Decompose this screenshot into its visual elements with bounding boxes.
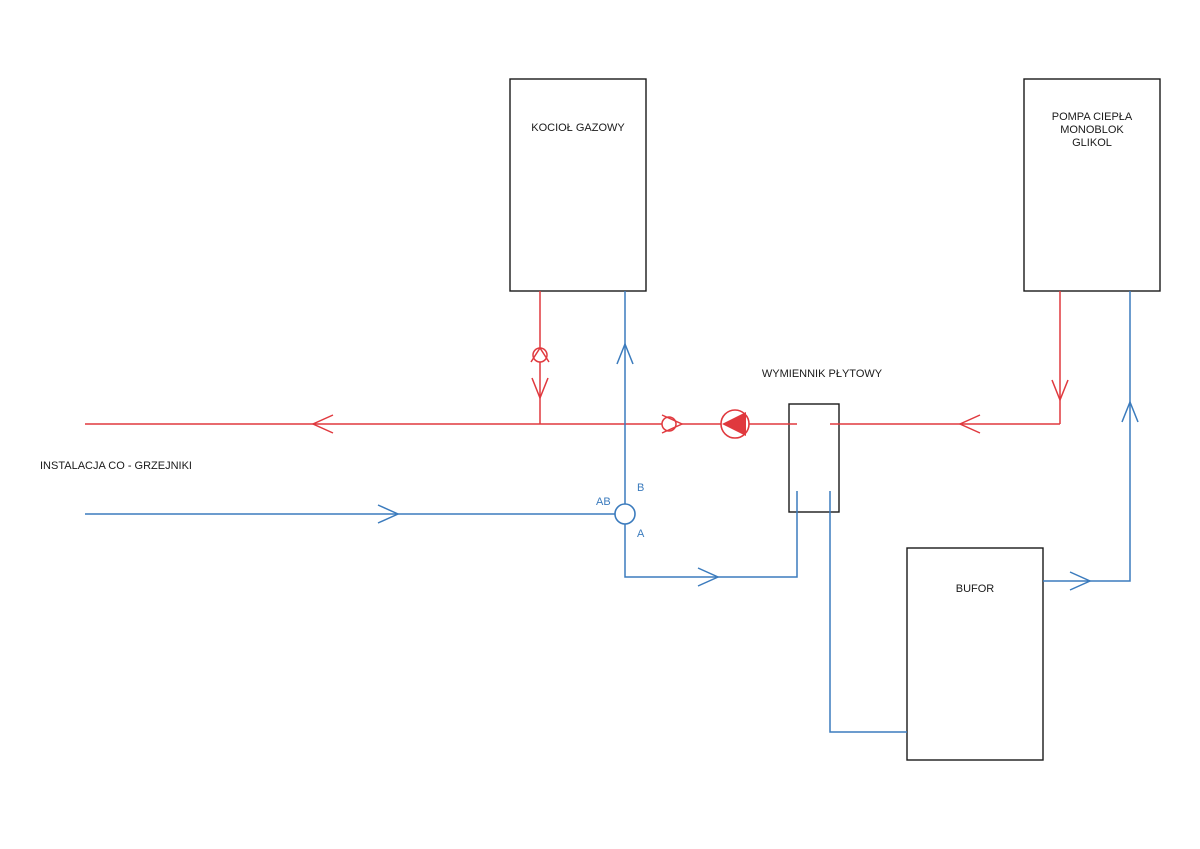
heat-pump-label-2: MONOBLOK <box>1060 124 1124 136</box>
boiler-return-up-arrow <box>616 341 634 365</box>
check-valve-icon <box>661 414 684 434</box>
heat-pump-supply-down-arrow <box>1051 379 1069 403</box>
heat-pump-label-3: GLIKOL <box>1072 137 1112 149</box>
return-arrow-right <box>377 504 400 524</box>
installation-label: INSTALACJA CO - GRZEJNIKI <box>40 460 192 472</box>
return-piping <box>85 291 1131 733</box>
buffer-outlet-arrow <box>1069 571 1092 591</box>
three-way-valve-icon <box>614 503 636 525</box>
valve-port-b: B <box>637 482 644 494</box>
buffer-tank-box <box>906 547 1044 761</box>
exchanger-return-arrow <box>697 567 720 587</box>
supply-arrow-left <box>311 414 334 434</box>
gas-boiler-box <box>509 78 647 292</box>
circulation-pump-icon <box>720 409 750 439</box>
exchanger-label: WYMIENNIK PŁYTOWY <box>762 368 883 380</box>
check-valve-icon <box>530 346 550 363</box>
heat-pump-box <box>1023 78 1161 292</box>
heat-pump-label-1: POMPA CIEPŁA <box>1052 111 1133 123</box>
valve-port-a: A <box>637 528 645 540</box>
supply-arrow-from-heat-pump <box>958 414 981 434</box>
buffer-label: BUFOR <box>956 583 995 595</box>
heat-pump-return-up-arrow <box>1121 399 1139 423</box>
gas-boiler-label: KOCIOŁ GAZOWY <box>531 122 625 134</box>
supply-piping <box>85 291 1061 425</box>
valve-port-ab: AB <box>596 496 611 508</box>
boiler-supply-down-arrow <box>531 377 549 401</box>
